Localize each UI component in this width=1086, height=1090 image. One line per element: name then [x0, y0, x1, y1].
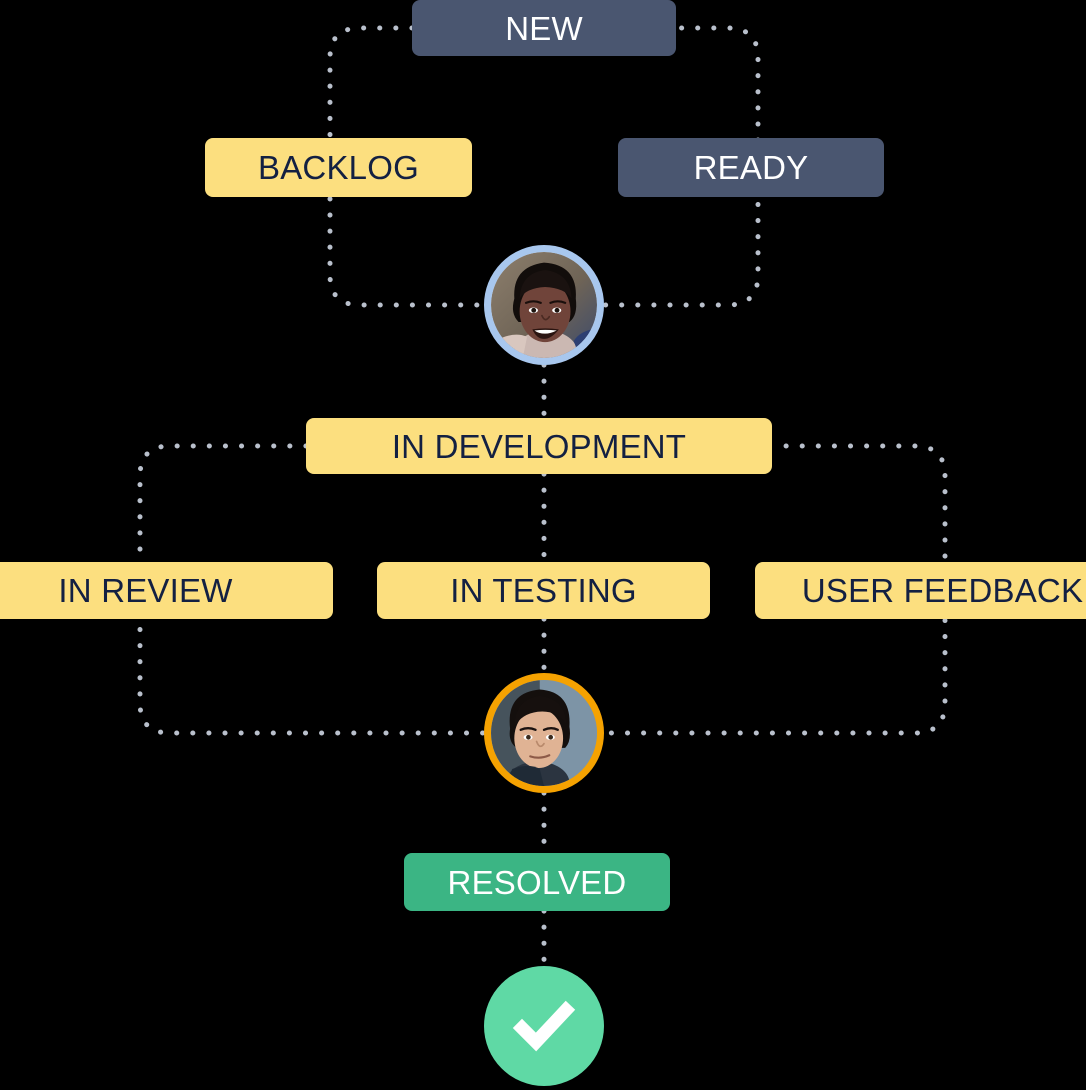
node-ready[interactable]: READY [618, 138, 884, 197]
check-circle-icon [512, 1000, 576, 1052]
node-new[interactable]: NEW [412, 0, 676, 56]
avatar-assignee-bottom[interactable] [484, 673, 604, 793]
avatar-assignee-top[interactable] [484, 245, 604, 365]
completion-indicator[interactable] [484, 966, 604, 1086]
node-backlog[interactable]: BACKLOG [205, 138, 472, 197]
node-in-review[interactable]: IN REVIEW [0, 562, 333, 619]
node-user-feedback[interactable]: USER FEEDBACK [755, 562, 1086, 619]
user-avatar-photo-icon [491, 252, 597, 358]
node-in-development[interactable]: IN DEVELOPMENT [306, 418, 772, 474]
user-avatar-photo-icon [491, 680, 597, 786]
node-in-testing[interactable]: IN TESTING [377, 562, 710, 619]
node-resolved[interactable]: RESOLVED [404, 853, 670, 911]
